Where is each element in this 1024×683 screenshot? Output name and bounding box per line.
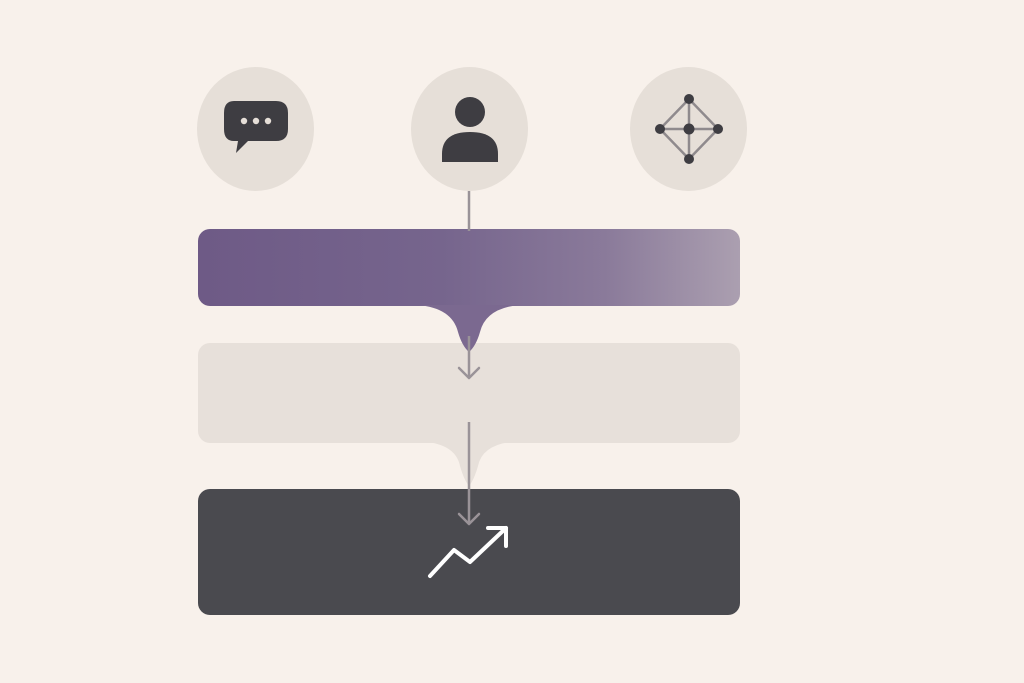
network-circle (630, 67, 747, 191)
user-circle (411, 67, 528, 191)
middle-band-funnel (428, 442, 510, 486)
user-icon (441, 97, 498, 162)
network-icon (654, 94, 723, 164)
top-band (198, 229, 740, 306)
chat-circle (197, 67, 314, 191)
middle-band (198, 343, 740, 443)
bottom-band (198, 489, 740, 615)
trend-up-icon (428, 526, 508, 578)
chat-bubble-icon (223, 101, 288, 153)
